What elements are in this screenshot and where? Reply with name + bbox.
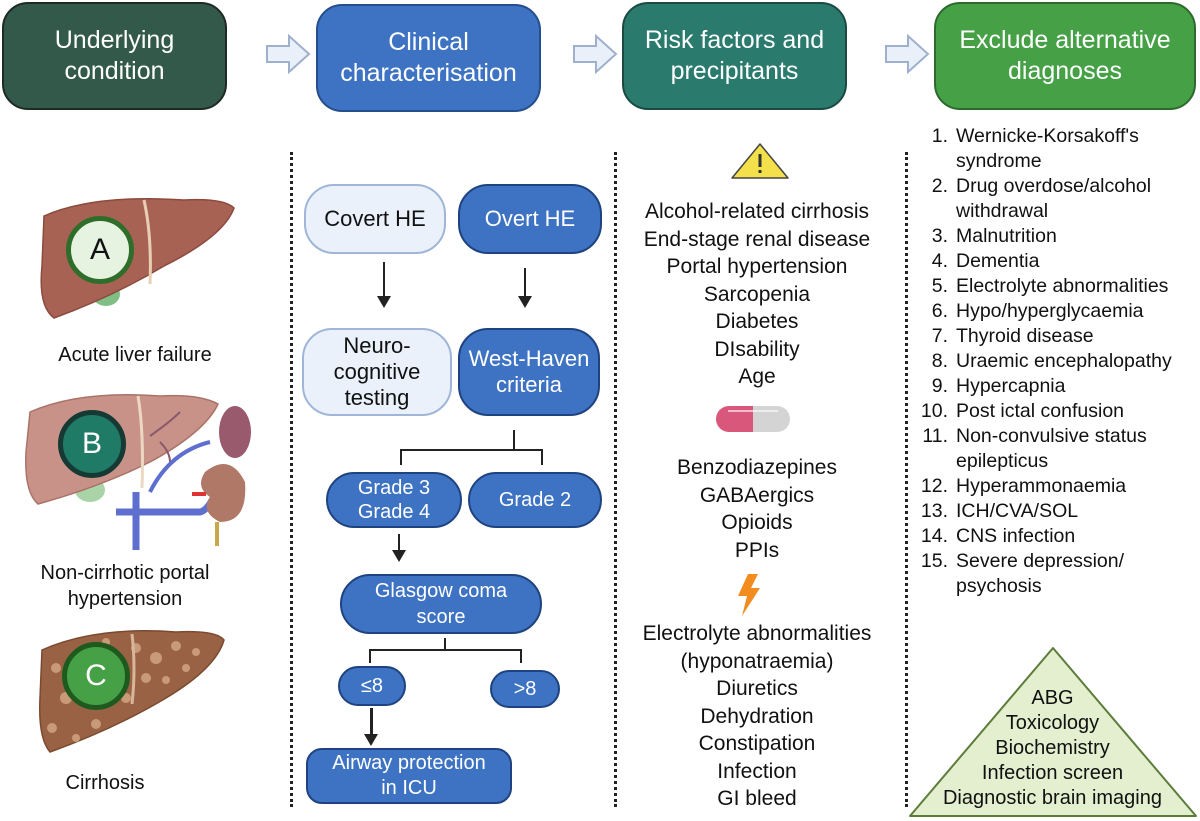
header-step-exclude-diagnoses: Exclude alternative diagnoses [934,2,1196,110]
connector-line [400,449,543,451]
connector-line [444,638,446,650]
connector-line [541,449,543,465]
down-arrow-icon [518,296,532,308]
connector-line [383,262,385,298]
drugs-list: Benzodiazepines GABAergics Opioids PPIs [612,454,902,564]
right-arrow-icon [266,34,311,74]
precipitant-item: Electrolyte abnormalities [642,622,872,645]
diagnosis-item: 6.Hypo/hyperglycaemia [931,300,1144,322]
precipitant-item: Dehydration [700,704,814,728]
diagnosis-item: 7.Thyroid disease [931,325,1094,347]
investigations-pyramid [909,647,1197,817]
grade-3-4-node: Grade 3 Grade 4 [326,472,462,528]
risk-factor-item: Alcohol-related cirrhosis [644,200,870,223]
risk-factor-item: DIsability [714,337,800,361]
diagnosis-item: 8.Uraemic encephalopathy [931,350,1172,372]
diagnosis-item: 12.Hyperammonaemia [920,475,1127,497]
lightning-bolt-icon [738,574,760,616]
risk-factor-item: Age [738,365,776,388]
diagnosis-item: 10.Post ictal confusion [920,400,1125,422]
badge-c: C [62,642,130,710]
diagnosis-item: 11.Non-convulsive status epilepticus [922,425,1147,472]
precipitants-list: Electrolyte abnormalities (hyponatraemia… [612,620,902,813]
connector-line [513,430,515,450]
investigation-item: Diagnostic brain imaging [942,787,1162,809]
diagnosis-item: 9.Hypercapnia [931,375,1066,397]
risk-factors-list: Alcohol-related cirrhosis End-stage rena… [612,198,902,391]
right-arrow-icon [885,34,930,74]
precipitant-item: Constipation [698,732,816,755]
header-step-risk-factors: Risk factors and precipitants [622,2,847,110]
down-arrow-icon [377,296,391,308]
column-divider [290,152,293,807]
diagnosis-item: 4.Dementia [931,250,1040,272]
condition-label-a: Acute liver failure [58,344,212,366]
investigation-item: ABG [1031,687,1074,709]
column-divider [905,152,908,807]
connector-line [520,649,522,663]
connector-line [369,649,522,651]
liver-illustration-a [40,198,235,319]
warning-triangle-icon [731,143,789,179]
diagnosis-item: 5.Electrolyte abnormalities [931,275,1169,297]
cirrhotic-liver-illustration-c [38,630,225,753]
drug-item: PPIs [734,538,780,562]
pill-capsule-icon [716,406,790,432]
risk-factor-item: Portal hypertension [666,255,848,278]
down-arrow-icon [364,734,378,746]
investigation-item: Biochemistry [995,737,1110,759]
investigation-item: Infection screen [981,762,1124,784]
risk-factor-item: End-stage renal disease [643,227,871,251]
gcs-le-8-node: ≤8 [338,666,406,706]
right-arrow-icon [573,34,618,74]
gcs-gt-8-node: >8 [490,670,560,708]
connector-line [369,649,371,663]
covert-he-node: Covert HE [304,184,446,254]
alternative-diagnoses-list: 1.Wernicke-Korsakoff's syndrome 2.Drug o… [912,124,1198,599]
neurocognitive-testing-node: Neuro- cognitive testing [302,328,452,416]
west-haven-criteria-node: West-Haven criteria [458,328,600,416]
diagnosis-item: 14.CNS infection [920,525,1076,547]
diagnosis-item: 2.Drug overdose/alcohol withdrawal [931,175,1152,222]
badge-a: A [66,216,134,284]
overt-he-node: Overt HE [458,184,602,254]
diagnosis-item: 15.Severe depression/ psychosis [920,550,1125,597]
investigation-item: Toxicology [1005,712,1100,734]
glasgow-coma-score-node: Glasgow coma score [340,574,542,634]
airway-protection-icu-node: Airway protection in ICU [306,748,512,804]
drug-item: Benzodiazepines [677,456,837,479]
precipitant-item: GI bleed [717,787,797,810]
connector-line [398,534,400,552]
header-step-underlying-condition: Underlying condition [2,2,227,110]
connector-line [400,449,402,465]
grade-2-node: Grade 2 [468,472,602,528]
risk-factor-item: Diabetes [715,310,799,333]
risk-factor-item: Sarcopenia [703,282,811,306]
header-step-clinical-characterisation: Clinical characterisation [316,4,541,112]
column-divider [614,152,617,807]
investigations-list: ABG Toxicology Biochemistry Infection sc… [905,686,1200,811]
precipitant-item: (hyponatraemia) [680,649,834,673]
liver-portal-illustration-b [25,394,251,550]
diagnosis-item: 13.ICH/CVA/SOL [920,500,1079,522]
precipitant-item: Infection [717,759,797,783]
connector-line [370,708,373,736]
condition-label-c: Cirrhosis [65,772,145,794]
badge-b: B [58,410,126,478]
diagnosis-item: 1.Wernicke-Korsakoff's syndrome [931,125,1139,172]
connector-line [524,268,526,298]
drug-item: GABAergics [699,483,815,507]
down-arrow-icon [392,550,406,562]
precipitant-item: Diuretics [716,677,798,700]
drug-item: Opioids [721,511,793,534]
diagnosis-item: 3.Malnutrition [931,225,1057,247]
condition-label-b: Non-cirrhotic portal hypertension [40,562,210,610]
